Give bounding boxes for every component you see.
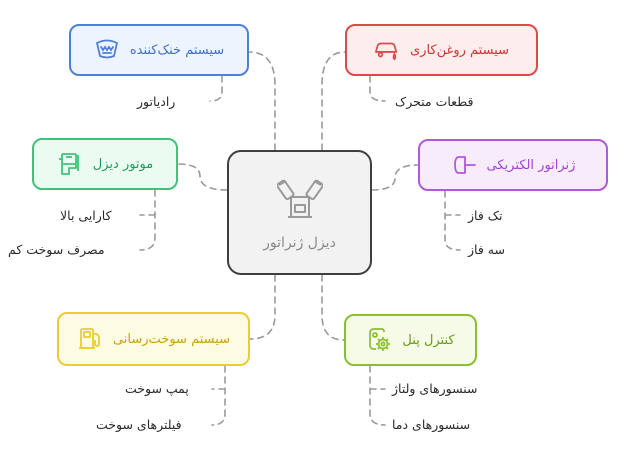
node-diesel-engine[interactable]: موتور دیزل — [32, 138, 178, 190]
node-lubrication-system[interactable]: سیستم روغن‌کاری — [345, 24, 538, 76]
control-label: کنترل پنل — [402, 332, 455, 348]
lubrication-label: سیستم روغن‌کاری — [410, 42, 509, 58]
alternator-label: ژنراتور الکتریکی — [486, 157, 576, 173]
node-electric-generator[interactable]: ژنراتور الکتریکی — [418, 139, 608, 191]
link-lubrication-leaf — [369, 75, 386, 102]
link-cooling-leaf — [209, 75, 223, 102]
link-center-lubrication — [321, 51, 346, 151]
fuel-pump-icon — [77, 326, 103, 352]
leaf-voltage-sensors: سنسورهای ولتاژ — [392, 381, 478, 396]
plug-icon — [451, 152, 477, 178]
link-control-leaves — [369, 365, 386, 426]
leaf-single-phase: تک فاز — [468, 208, 503, 223]
link-center-alternator — [371, 164, 419, 191]
center-node[interactable]: دیزل ژنراتور — [227, 150, 372, 275]
link-center-control — [321, 274, 345, 341]
link-center-engine — [177, 163, 228, 191]
link-alternator-leaves — [444, 190, 461, 251]
leaf-radiator: رادیاتور — [137, 94, 176, 109]
link-fuel-leaves — [211, 365, 226, 426]
control-gear-icon — [366, 327, 392, 353]
engine-icon — [276, 179, 323, 218]
leaf-three-phase: سه فاز — [468, 242, 505, 257]
leaf-temperature-sensors: سنسورهای دما — [392, 417, 471, 432]
radiator-icon — [94, 37, 120, 63]
node-fuel-system[interactable]: سیستم سوخت‌رسانی — [57, 312, 250, 366]
link-center-cooling — [248, 51, 276, 151]
engine-label: موتور دیزل — [92, 156, 154, 172]
link-engine-leaves — [139, 189, 156, 251]
center-label: دیزل ژنراتور — [263, 234, 336, 251]
oil-can-icon — [374, 37, 400, 63]
engine-block-icon — [57, 151, 83, 177]
leaf-low-fuel-consumption: مصرف سوخت کم — [8, 242, 105, 257]
leaf-fuel-filters: فیلترهای سوخت — [96, 417, 182, 432]
fuel-label: سیستم سوخت‌رسانی — [112, 331, 231, 347]
node-cooling-system[interactable]: سیستم خنک‌کننده — [69, 24, 249, 76]
node-control-panel[interactable]: کنترل پنل — [344, 314, 477, 366]
cooling-label: سیستم خنک‌کننده — [129, 42, 225, 58]
leaf-fuel-pump: پمپ سوخت — [125, 381, 189, 396]
leaf-moving-parts: قطعات متحرک — [395, 94, 474, 109]
link-center-fuel — [249, 274, 276, 340]
leaf-high-efficiency: کارایی بالا — [60, 208, 112, 223]
